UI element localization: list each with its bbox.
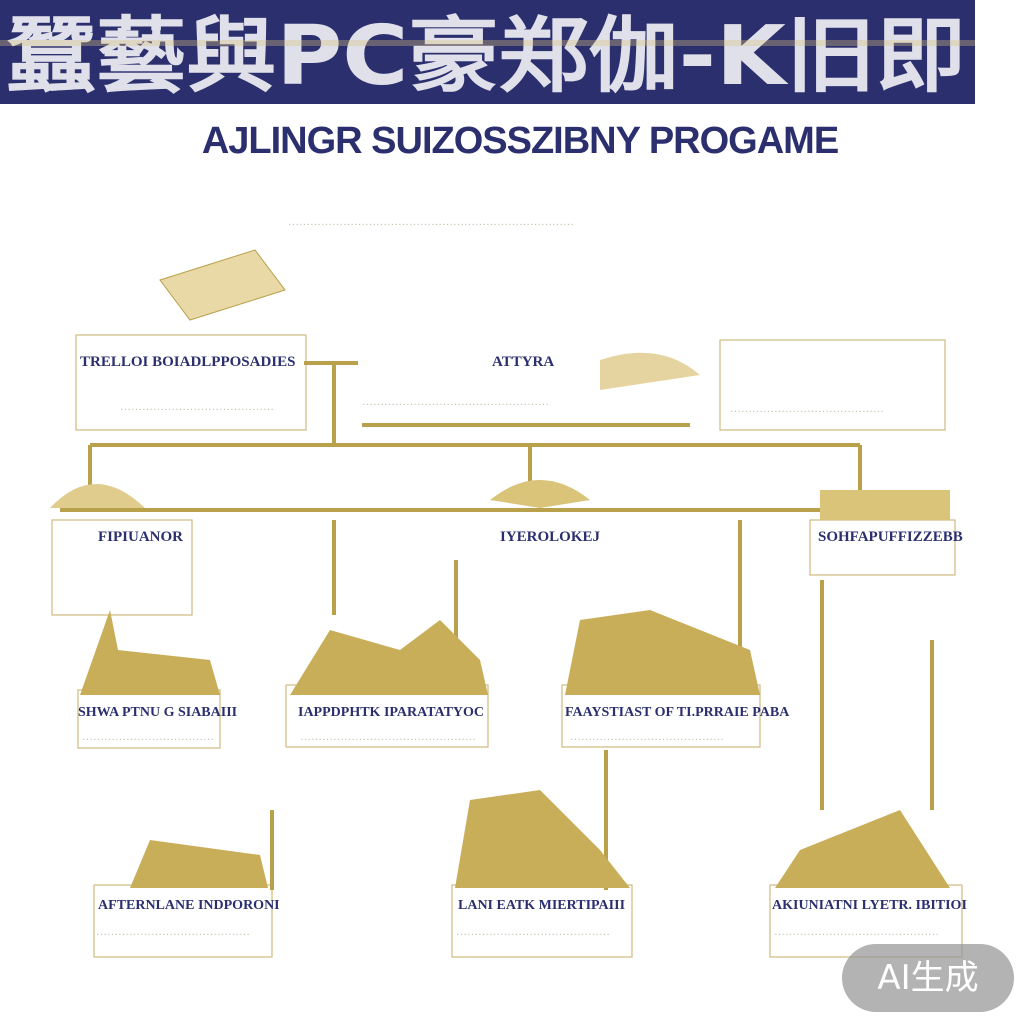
- illustrations: [50, 249, 950, 888]
- banner-glyphs: 蠶藝與PC豪郑伽-K旧即: [0, 9, 975, 104]
- node-label-row2-center: IAPPDPHTK IPARATATYOC: [298, 705, 484, 720]
- ghost-text: …………………………………………………………………… ……………………………………: [82, 216, 939, 938]
- building-icon: [820, 490, 950, 520]
- map-icon: [159, 249, 286, 321]
- ai-generated-badge: AI生成: [842, 944, 1014, 1012]
- org-diagram: …………………………………………………………………… ……………………………………: [50, 216, 967, 958]
- page-title: AJLINGR SUIZOSSZIBNY PROGAME: [201, 120, 839, 162]
- svg-text:……………………………………: ……………………………………: [120, 401, 274, 413]
- node-label-row3-right: AKIUNIATNI LYETR. IBITIOI: [772, 898, 967, 913]
- svg-text:……………………………………………: ……………………………………………: [362, 396, 549, 408]
- mountain-icon: [775, 810, 950, 888]
- dome-icon: [50, 484, 145, 508]
- svg-text:……………………………………: ……………………………………: [96, 926, 250, 938]
- node-label-right-mid: SOHFAPUFFIZZEBB: [818, 529, 963, 545]
- banner-edge: [975, 0, 1024, 104]
- node-label-row3-center: LANI EATK MIERTIPAIII: [458, 898, 625, 913]
- node-label-left-mid: FIPIUANOR: [98, 529, 183, 545]
- node-label-row2-right: FAAYSTIAST OF TI.PRRAIE PABA: [565, 705, 790, 720]
- people-icon: [455, 790, 630, 888]
- node-label-row2-left: SHWA PTNU G SIABAIII: [78, 705, 237, 720]
- svg-text:……………………………………: ……………………………………: [730, 403, 884, 415]
- node-label-center-top: ATTYRA: [492, 354, 554, 370]
- connector-lines: [60, 361, 950, 890]
- header-banner: 蠶藝與PC豪郑伽-K旧即: [0, 0, 975, 104]
- node-label-left-top: TRELLOI BOIADLPPOSADIES: [80, 354, 295, 370]
- shell-icon: [490, 480, 590, 508]
- svg-text:……………………………………: ……………………………………: [570, 731, 724, 743]
- node-label-row3-left: AFTERNLANE INDPORONI: [98, 898, 280, 913]
- svg-text:………………………………………: ………………………………………: [774, 926, 939, 938]
- opera-house-icon: [290, 620, 488, 695]
- svg-text:………………………………: ………………………………: [82, 731, 214, 743]
- train-icon: [130, 840, 268, 888]
- svg-text:蠶藝與PC豪郑伽-K旧即: 蠶藝與PC豪郑伽-K旧即: [6, 9, 966, 104]
- svg-text:……………………………………………………………………: ……………………………………………………………………: [288, 216, 574, 228]
- node-label-center-mid: IYEROLOKEJ: [500, 529, 601, 545]
- svg-text:…………………………………………: …………………………………………: [300, 731, 476, 743]
- node-frames: [51, 334, 963, 958]
- svg-text:……………………………………: ……………………………………: [456, 926, 610, 938]
- bridge-icon: [600, 352, 700, 390]
- factory-icon: [565, 610, 760, 695]
- tower-icon: [80, 610, 220, 695]
